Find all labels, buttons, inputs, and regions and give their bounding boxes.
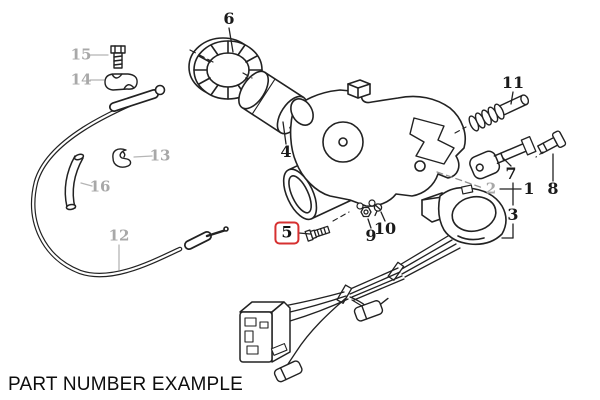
callout-16[interactable]: 16 [89,177,111,196]
part-5-highlight-box[interactable]: 5 [274,221,300,245]
callout-11[interactable]: 11 [501,73,525,92]
steering-lock-housing-drawing [282,79,466,221]
callout-7[interactable]: 7 [505,164,517,183]
spring-pin-drawing [454,94,530,134]
callout-13[interactable]: 13 [149,146,171,165]
spade-connector-drawing [273,360,303,383]
wiring-harness-drawing [283,235,461,365]
screw-drawing-10 [373,203,383,217]
callout-12[interactable]: 12 [108,226,130,245]
callout-5: 5 [281,222,293,242]
callout-1[interactable]: 1 [523,179,535,198]
screw-drawing-15 [110,45,126,69]
clamp-drawing-14 [104,73,138,91]
side-connector-drawing [353,297,389,322]
screw-drawing-5 [304,225,331,242]
key-drawing [469,135,537,180]
caption-part-number-example: PART NUMBER EXAMPLE [8,374,244,395]
callout-9[interactable]: 9 [365,226,377,245]
screw-5-axis-dashes [332,211,350,222]
callout-15[interactable]: 15 [70,45,92,64]
bolt-drawing-8 [537,130,567,155]
connector-block-drawing [239,301,291,363]
ignition-switch-drawing [421,184,507,246]
callout-8[interactable]: 8 [547,179,559,198]
callout-4[interactable]: 4 [280,142,292,161]
leader-lines [80,27,554,271]
callout-2[interactable]: 2 [485,179,497,198]
cable-drawing [30,84,229,278]
callout-3[interactable]: 3 [507,205,519,224]
clip-drawing-13 [112,148,132,168]
nut-drawing-9 [360,206,372,218]
callout-6[interactable]: 6 [223,9,235,28]
tube-drawing-16 [64,153,85,211]
bolt-8-axis-dash [535,151,544,158]
callout-10[interactable]: 10 [373,219,397,238]
callout-14[interactable]: 14 [70,70,92,89]
